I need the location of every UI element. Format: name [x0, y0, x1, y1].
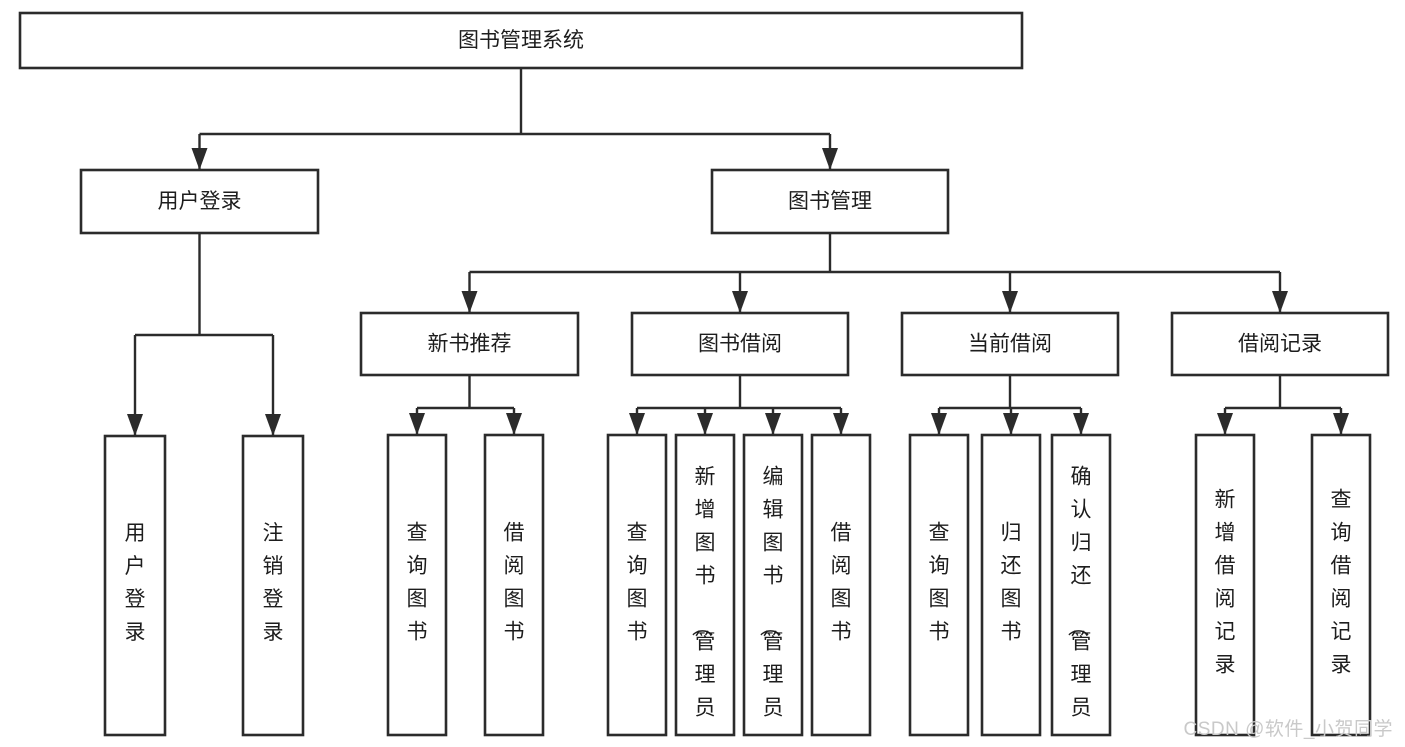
node-label-归还图书: 归还图书 [1001, 521, 1022, 643]
watermark-text: CSDN @软件_小贺同学 [1183, 719, 1393, 740]
node-box-查询图书 [908, 433, 970, 737]
node-label-查询图书: 查询图书 [407, 521, 428, 643]
node-确认归还管理员[interactable]: 确认归还（管理员） [1050, 433, 1112, 747]
node-box-查询图书 [386, 433, 448, 737]
node-box-图书管理 [710, 168, 950, 235]
node-图书管理[interactable]: 图书管理 [710, 168, 950, 235]
node-新增图书管理员[interactable]: 新增图书（管理员） [674, 433, 736, 747]
node-label-借阅图书: 借阅图书 [504, 521, 525, 643]
node-借阅图书[interactable]: 借阅图书 [483, 433, 545, 737]
node-用户登录[interactable]: 用户登录 [79, 168, 320, 235]
node-box-归还图书 [980, 433, 1042, 737]
node-借阅记录[interactable]: 借阅记录 [1170, 311, 1390, 377]
node-当前借阅[interactable]: 当前借阅 [900, 311, 1120, 377]
node-查询借阅记录[interactable]: 查询借阅记录 [1310, 433, 1372, 737]
node-归还图书[interactable]: 归还图书 [980, 433, 1042, 737]
node-label-查询借阅记录: 查询借阅记录 [1331, 488, 1352, 676]
node-查询图书[interactable]: 查询图书 [606, 433, 668, 737]
node-box-新书推荐 [359, 311, 580, 377]
node-box-图书借阅 [630, 311, 850, 377]
node-查询图书[interactable]: 查询图书 [908, 433, 970, 737]
node-label-注销登录: 注销登录 [263, 522, 284, 644]
node-label-当前借阅: 当前借阅 [968, 333, 1052, 356]
node-label-图书借阅: 图书借阅 [698, 333, 782, 356]
node-label-用户登录: 用户登录 [125, 522, 146, 644]
node-box-确认归还管理员 [1050, 433, 1112, 737]
node-图书借阅[interactable]: 图书借阅 [630, 311, 850, 377]
node-label-查询图书: 查询图书 [929, 521, 950, 643]
node-box-借阅记录 [1170, 311, 1390, 377]
node-注销登录[interactable]: 注销登录 [241, 434, 305, 737]
node-box-查询图书 [606, 433, 668, 737]
node-label-图书管理系统: 图书管理系统 [458, 29, 584, 52]
node-label-确认归还管理员: 确认归还（管理员） [1066, 465, 1092, 747]
node-查询图书[interactable]: 查询图书 [386, 433, 448, 737]
node-新增借阅记录[interactable]: 新增借阅记录 [1194, 433, 1256, 737]
node-label-图书管理: 图书管理 [788, 190, 872, 213]
node-box-新增借阅记录 [1194, 433, 1256, 737]
node-box-查询借阅记录 [1310, 433, 1372, 737]
node-label-查询图书: 查询图书 [627, 521, 648, 643]
node-用户登录[interactable]: 用户登录 [103, 434, 167, 737]
node-label-新增借阅记录: 新增借阅记录 [1215, 488, 1236, 676]
node-label-新书推荐: 新书推荐 [428, 333, 512, 356]
node-box-新增图书管理员 [674, 433, 736, 737]
node-label-借阅记录: 借阅记录 [1238, 333, 1322, 356]
node-box-当前借阅 [900, 311, 1120, 377]
node-编辑图书管理员[interactable]: 编辑图书（管理员） [742, 433, 804, 747]
node-box-注销登录 [241, 434, 305, 737]
node-借阅图书[interactable]: 借阅图书 [810, 433, 872, 737]
node-box-借阅图书 [810, 433, 872, 737]
node-图书管理系统[interactable]: 图书管理系统 [18, 11, 1024, 70]
node-box-用户登录 [103, 434, 167, 737]
node-box-用户登录 [79, 168, 320, 235]
node-新书推荐[interactable]: 新书推荐 [359, 311, 580, 377]
node-box-图书管理系统 [18, 11, 1024, 70]
node-label-新增图书管理员: 新增图书（管理员） [690, 465, 716, 747]
node-box-借阅图书 [483, 433, 545, 737]
node-label-用户登录: 用户登录 [158, 190, 242, 213]
node-box-编辑图书管理员 [742, 433, 804, 737]
node-label-借阅图书: 借阅图书 [831, 521, 852, 643]
node-label-编辑图书管理员: 编辑图书（管理员） [758, 465, 784, 747]
